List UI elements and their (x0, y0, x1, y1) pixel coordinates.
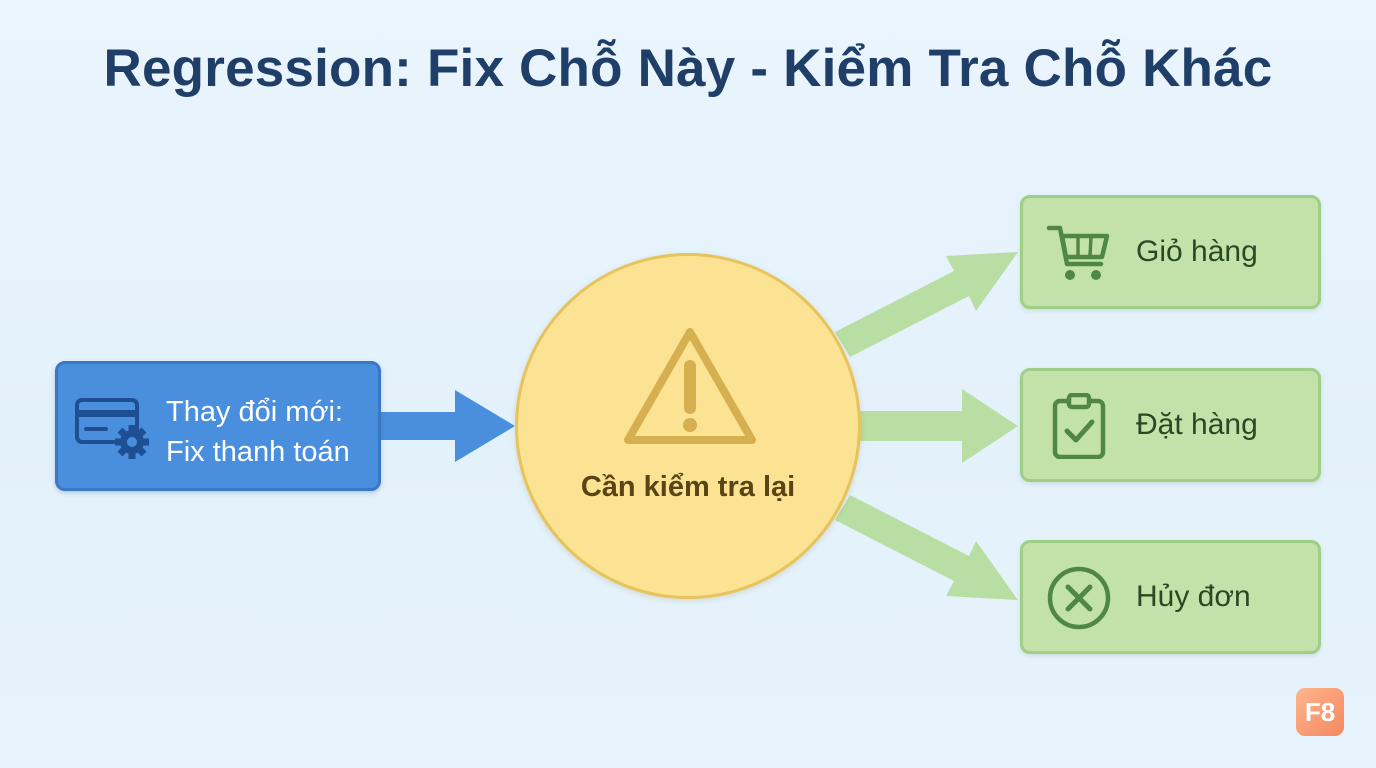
target-label-order: Đặt hàng (1136, 408, 1258, 441)
target-label-cancel: Hủy đơn (1136, 580, 1251, 613)
arrow-center-to-order (860, 389, 1018, 463)
target-cart: Giỏ hàng (1020, 195, 1321, 309)
recheck-label: Cần kiểm tra lại (580, 471, 796, 503)
change-line-2: Fix thanh toán (166, 436, 350, 468)
recheck-circle: Cần kiểm tra lại (515, 253, 861, 599)
target-order: Đặt hàng (1020, 368, 1321, 482)
cancel-circle-icon (1047, 566, 1111, 630)
warning-icon (624, 328, 756, 444)
change-source-box: Thay đổi mới: Fix thanh toán (55, 361, 381, 491)
arrow-center-to-cart (835, 252, 1018, 357)
page-title: Regression: Fix Chỗ Này - Kiểm Tra Chỗ K… (103, 39, 1273, 98)
clipboard-check-icon (1052, 393, 1106, 459)
f8-logo-badge: F8 (1296, 688, 1344, 736)
arrow-source-to-center (381, 390, 515, 462)
change-line-1: Thay đổi mới: (166, 396, 343, 428)
credit-card-gear-icon (75, 398, 149, 459)
change-description: Thay đổi mới: Fix thanh toán (166, 392, 350, 472)
target-cancel: Hủy đơn (1020, 540, 1321, 654)
shopping-cart-icon (1046, 225, 1110, 280)
arrow-center-to-cancel (835, 495, 1018, 600)
target-label-cart: Giỏ hàng (1136, 235, 1258, 268)
